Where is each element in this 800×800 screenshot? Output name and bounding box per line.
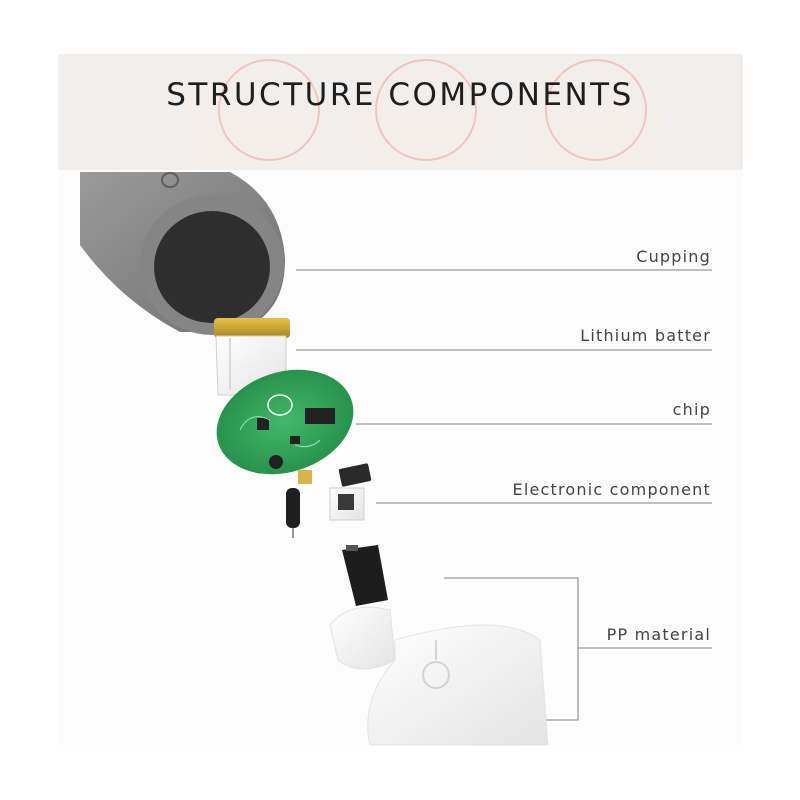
banner-ring-3: [545, 59, 647, 161]
chip-part: [216, 369, 354, 475]
banner-ring-1: [218, 59, 320, 161]
title-banner: [58, 54, 743, 170]
label-pp-material: PP material: [606, 625, 711, 644]
leader-line-pp: [444, 577, 712, 721]
electronic-component-parts: [286, 463, 372, 538]
pp-material-part: [329, 606, 549, 746]
label-battery: Lithium batter: [580, 326, 711, 345]
label-chip: chip: [672, 400, 711, 419]
page-title: STRUCTURE COMPONENTS: [166, 77, 634, 113]
cupping-part: [80, 172, 285, 335]
leader-lines: [296, 269, 712, 721]
button-part: [342, 545, 388, 606]
label-cupping: Cupping: [636, 247, 711, 266]
banner-ring-2: [375, 59, 477, 161]
label-electronic-component: Electronic component: [512, 480, 711, 499]
